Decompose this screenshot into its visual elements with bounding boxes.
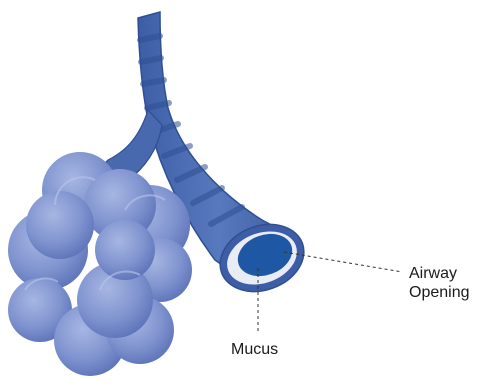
airway-label-line2: Opening bbox=[409, 283, 470, 302]
airway-opening-label: Airway Opening bbox=[409, 264, 470, 302]
airway-label-line1: Airway bbox=[409, 264, 470, 283]
mucus-label: Mucus bbox=[231, 340, 278, 359]
alveoli-cluster bbox=[8, 152, 192, 376]
